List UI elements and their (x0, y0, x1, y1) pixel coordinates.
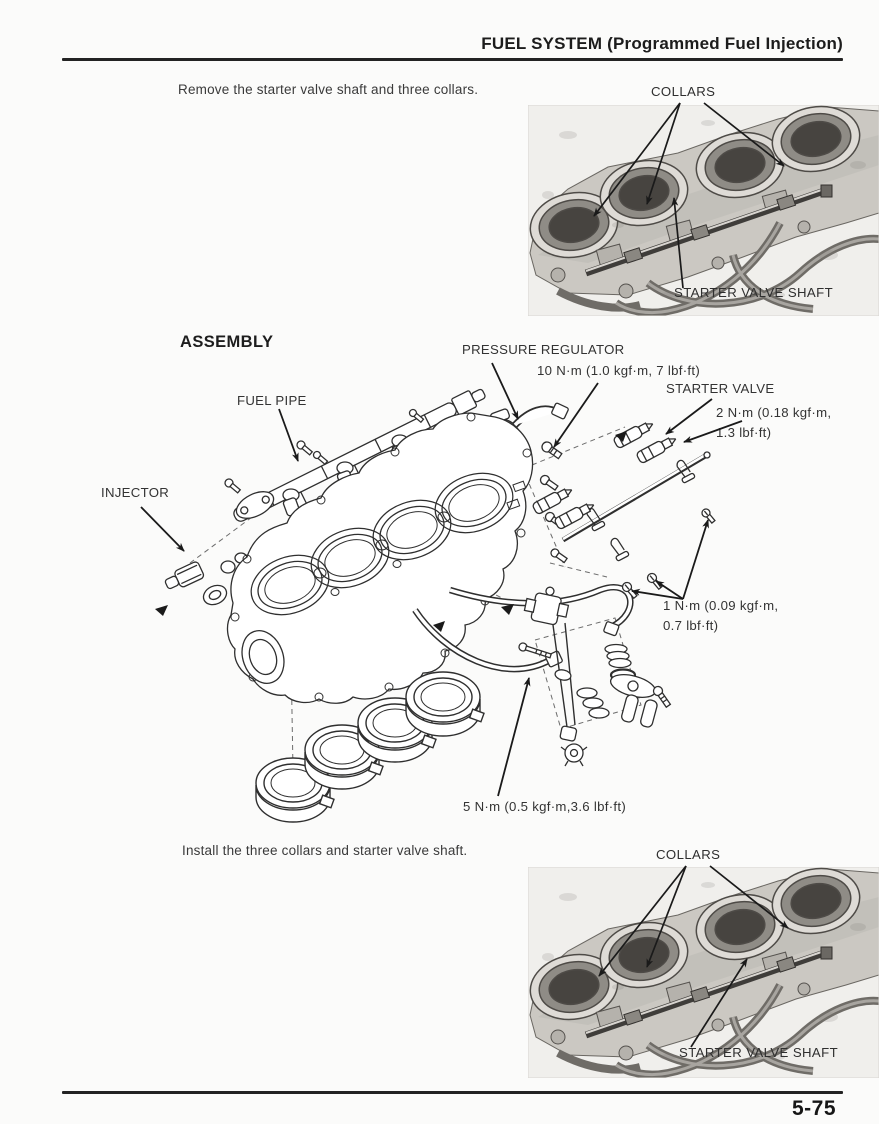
remove-photo-figure: COLLARS STARTER VALVE SHAFT (528, 84, 879, 317)
collars-label: COLLARS (656, 847, 721, 862)
footer-rule (62, 1091, 843, 1094)
assembly-heading: ASSEMBLY (180, 333, 274, 351)
starter-valve-torque-label: 2 N·m (0.18 kgf·m, 1.3 lbf·ft) (716, 405, 832, 440)
assembly-exploded-diagram (140, 362, 743, 823)
fuel-pipe-label: FUEL PIPE (237, 393, 307, 408)
mount-torque-label: 5 N·m (0.5 kgf·m,3.6 lbf·ft) (463, 799, 627, 814)
starter-valve-shaft-label: STARTER VALVE SHAFT (674, 285, 834, 300)
starter-valve-shaft-label: STARTER VALVE SHAFT (679, 1045, 839, 1060)
page-title: FUEL SYSTEM (Programmed Fuel Injection) (481, 34, 843, 53)
install-instruction: Install the three collars and starter va… (182, 843, 468, 858)
screw-torque-label: 1 N·m (0.09 kgf·m, 0.7 lbf·ft) (663, 598, 779, 633)
injector-label: INJECTOR (101, 485, 170, 500)
header-rule (62, 58, 843, 61)
starter-valve-label: STARTER VALVE (666, 381, 775, 396)
install-photo-figure: COLLARS STARTER VALVE SHAFT (528, 845, 879, 1080)
remove-instruction: Remove the starter valve shaft and three… (178, 82, 479, 97)
page-number: 5-75 (791, 1097, 836, 1120)
collars-label: COLLARS (651, 84, 716, 99)
pressure-regulator-label: PRESSURE REGULATOR (462, 342, 625, 357)
pressure-regulator-torque-label: 10 N·m (1.0 kgf·m, 7 lbf·ft) (537, 363, 701, 378)
